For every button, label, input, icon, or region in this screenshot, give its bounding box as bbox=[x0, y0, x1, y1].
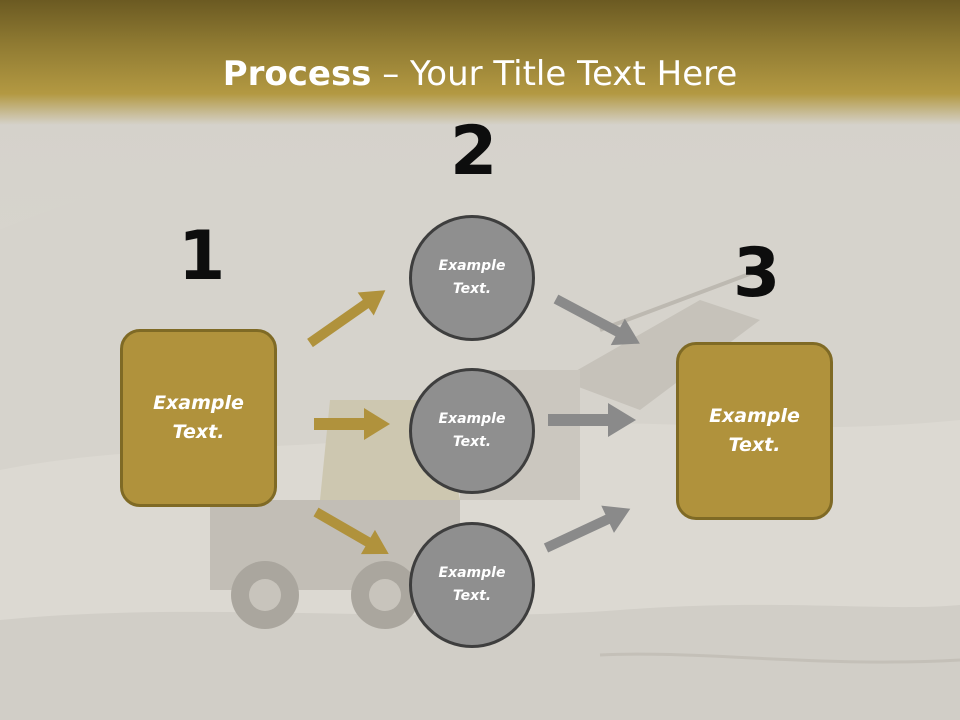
title-banner bbox=[0, 0, 960, 125]
arrow-gold-right bbox=[314, 408, 390, 440]
title-regular-part: – Your Title Text Here bbox=[371, 54, 738, 94]
step-2-circle-middle: Example Text. bbox=[409, 368, 535, 494]
arrow-gold-down-right bbox=[313, 507, 389, 555]
circle-middle-label: Example Text. bbox=[438, 411, 506, 450]
step-2-circle-top: Example Text. bbox=[409, 215, 535, 341]
slide-title: Process – Your Title Text Here bbox=[0, 52, 960, 96]
circle-top-label: Example Text. bbox=[438, 258, 506, 297]
arrow-gray-right bbox=[548, 403, 636, 437]
step-number-1: 1 bbox=[178, 217, 226, 296]
arrow-gray-down-right bbox=[553, 294, 640, 346]
title-bold-part: Process bbox=[222, 54, 372, 94]
step-1-box-label: Example Text. bbox=[153, 392, 244, 443]
step-3-box-label: Example Text. bbox=[709, 405, 800, 456]
step-2-circle-bottom: Example Text. bbox=[409, 522, 535, 648]
step-1-box: Example Text. bbox=[120, 329, 277, 507]
step-number-2: 2 bbox=[450, 112, 498, 191]
step-number-3: 3 bbox=[733, 234, 781, 313]
circle-bottom-label: Example Text. bbox=[438, 565, 506, 604]
arrow-gray-up-right bbox=[543, 505, 631, 553]
arrow-gold-up-right bbox=[307, 290, 386, 348]
step-3-box: Example Text. bbox=[676, 342, 833, 520]
